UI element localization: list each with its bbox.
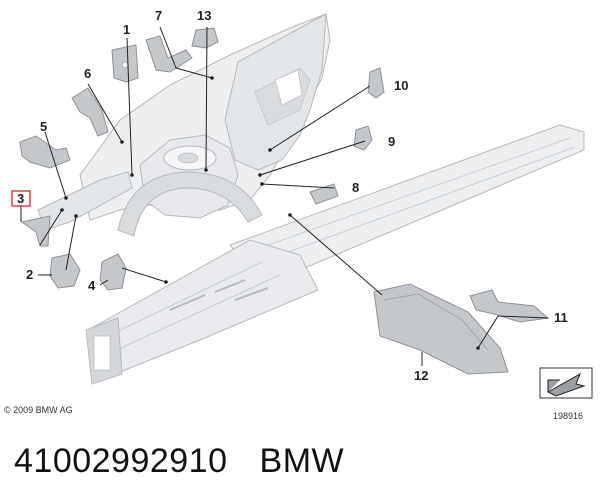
part-5-bracket <box>19 135 71 169</box>
part-12-panel <box>373 283 509 375</box>
callout-10[interactable]: 10 <box>394 78 408 93</box>
part-8-bracket <box>309 183 339 205</box>
callout-13[interactable]: 13 <box>197 8 211 23</box>
callout-2[interactable]: 2 <box>26 267 33 282</box>
copyright-text: © 2009 BMW AG <box>4 405 73 415</box>
part-4-bracket <box>99 253 127 291</box>
part-10-bracket <box>367 67 385 99</box>
part-6-bracket <box>71 87 109 137</box>
callout-8[interactable]: 8 <box>352 180 359 195</box>
part-7-bracket <box>145 35 193 73</box>
callout-6[interactable]: 6 <box>84 66 91 81</box>
part-number: 41002992910 <box>14 442 228 480</box>
part-1-bracket <box>111 44 139 83</box>
front-structure-assembly <box>37 13 585 385</box>
callout-1[interactable]: 1 <box>123 22 130 37</box>
image-number: 198916 <box>553 411 584 421</box>
parts-diagram: 1 7 13 6 10 5 9 3 8 2 4 11 12 <box>11 8 593 399</box>
callout-9[interactable]: 9 <box>388 134 395 149</box>
callout-12[interactable]: 12 <box>414 368 428 383</box>
part-caption: 41002992910 BMW <box>14 442 344 481</box>
part-13-bracket <box>191 27 219 49</box>
callout-3[interactable]: 3 <box>17 191 24 206</box>
callout-5[interactable]: 5 <box>40 119 47 134</box>
part-2-bracket <box>49 253 81 289</box>
brand-name: BMW <box>259 442 345 480</box>
leader-lines <box>20 26 549 366</box>
front-longitudinal <box>87 239 319 373</box>
wheel-arch <box>117 171 263 237</box>
callout-4[interactable]: 4 <box>88 278 96 293</box>
part-3-bracket <box>20 215 51 247</box>
orientation-arrow-icon <box>539 367 593 399</box>
callout-labels: 1 7 13 6 10 5 9 3 8 2 4 11 12 <box>11 8 568 383</box>
callout-7[interactable]: 7 <box>155 8 162 23</box>
callout-3-highlight <box>11 190 31 207</box>
part-9-bracket <box>353 125 373 151</box>
callout-11[interactable]: 11 <box>554 310 568 325</box>
